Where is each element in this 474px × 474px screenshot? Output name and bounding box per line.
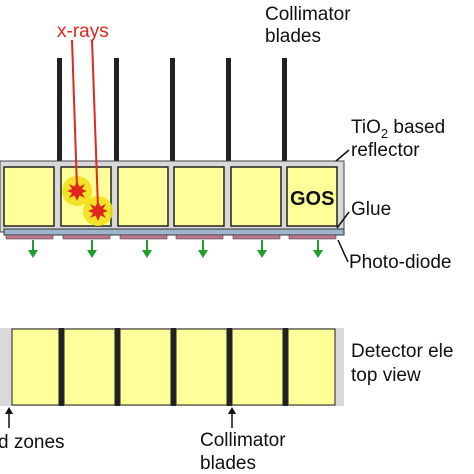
collimator-blade bbox=[226, 58, 231, 161]
xray-flashes bbox=[62, 176, 113, 226]
glue-layer bbox=[3, 228, 345, 236]
arrow-down-icon bbox=[28, 240, 38, 258]
collimator-blade bbox=[114, 58, 119, 161]
gos-label: GOS bbox=[290, 188, 334, 210]
photodiode bbox=[288, 234, 337, 240]
arrow-down-icon bbox=[142, 240, 152, 258]
collimator-blade bbox=[282, 58, 287, 161]
collimator-top-label-line2: blades bbox=[265, 26, 321, 47]
collimator-blade bbox=[57, 58, 62, 161]
arrow-down-icon bbox=[198, 240, 208, 258]
collimator-blade-top bbox=[171, 328, 176, 406]
gos-element bbox=[286, 166, 338, 227]
gos-element-top bbox=[287, 328, 336, 406]
pointer-arrows bbox=[5, 407, 236, 428]
gos-element bbox=[117, 166, 169, 227]
collimator-blade-top bbox=[283, 328, 288, 406]
photodiode bbox=[5, 234, 54, 240]
reflector-label-sub: 2 bbox=[381, 126, 388, 141]
photodiodes bbox=[5, 234, 337, 240]
reflector-label-line1: TiO2 based bbox=[351, 117, 445, 141]
glue-label: Glue bbox=[351, 199, 391, 220]
photodiode-leader-line bbox=[337, 239, 349, 263]
xrays-label: x-rays bbox=[57, 21, 109, 42]
gos-element bbox=[230, 166, 282, 227]
glue-leader-line bbox=[336, 211, 350, 229]
xray-beam bbox=[71, 39, 78, 189]
photodiode bbox=[232, 234, 281, 240]
collimator-blades-side bbox=[57, 58, 287, 161]
dead-zones-label: d zones bbox=[0, 432, 65, 453]
starburst-icon bbox=[88, 201, 108, 221]
photodiode bbox=[62, 234, 111, 240]
photodiode bbox=[175, 234, 224, 240]
gos-element-top bbox=[231, 328, 284, 406]
collimator-blade-top bbox=[59, 328, 64, 406]
collimator-bottom-label-line2: blades bbox=[200, 453, 256, 474]
gos-element-top bbox=[119, 328, 172, 406]
collimator-blade-top bbox=[115, 328, 120, 406]
reflector-leader-line bbox=[335, 149, 350, 162]
starburst-icon bbox=[67, 181, 87, 201]
gos-element-top bbox=[175, 328, 228, 406]
detector-label-line1: Detector ele bbox=[351, 341, 453, 362]
arrow-up-icon bbox=[5, 407, 13, 428]
gos-element-top bbox=[63, 328, 116, 406]
reflector-label-pre: TiO bbox=[351, 117, 381, 138]
xray-beams bbox=[71, 39, 99, 209]
detector-top-view bbox=[0, 328, 344, 406]
collimator-bottom-label-line1: Collimator bbox=[200, 430, 286, 451]
reflector-label-line2: reflector bbox=[351, 140, 420, 161]
xray-beam bbox=[91, 39, 99, 209]
collimator-top-label-line1: Collimator bbox=[265, 4, 351, 25]
detector-label-line2: top view bbox=[351, 365, 421, 386]
gos-element bbox=[173, 166, 225, 227]
gos-element bbox=[3, 166, 55, 227]
arrow-down-icon bbox=[87, 240, 97, 258]
collimator-blade bbox=[170, 58, 175, 161]
arrow-down-icon bbox=[257, 240, 267, 258]
reflector-label-post: based bbox=[388, 117, 445, 138]
gos-element-top bbox=[11, 328, 60, 406]
collimator-blade-top bbox=[227, 328, 232, 406]
photodiode-label: Photo-diode bbox=[349, 252, 451, 273]
photodiode bbox=[119, 234, 168, 240]
emission-arrows bbox=[28, 240, 323, 258]
arrow-up-icon bbox=[228, 407, 236, 428]
arrow-down-icon bbox=[313, 240, 323, 258]
